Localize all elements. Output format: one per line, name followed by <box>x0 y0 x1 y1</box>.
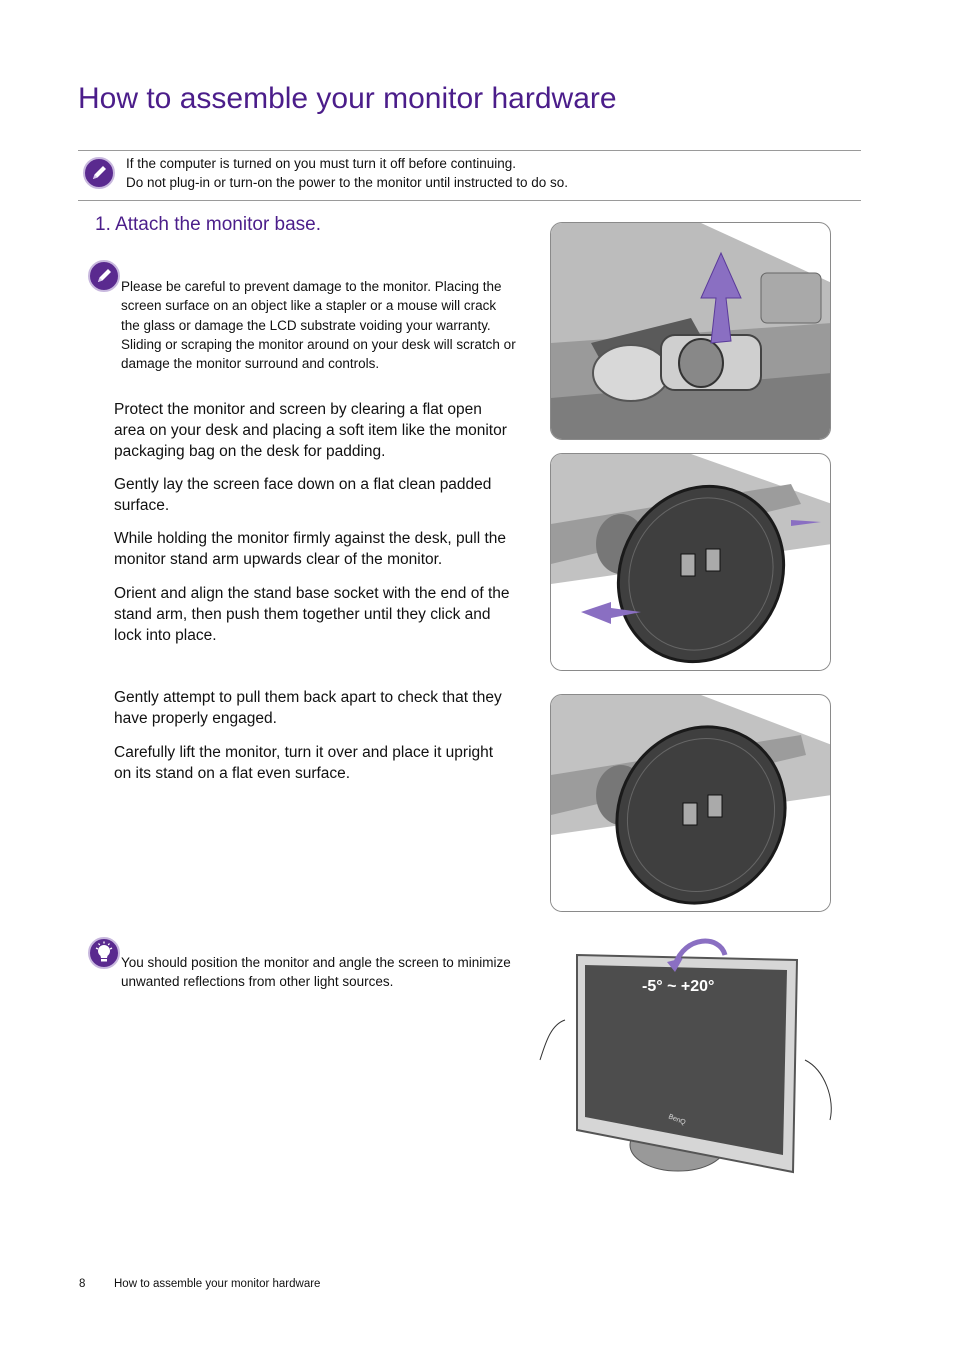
monitor-tilt-illustration: BenQ -5° ~ +20° <box>535 930 845 1175</box>
caution-line-2: Do not plug-in or turn-on the power to t… <box>126 175 568 190</box>
divider-top <box>78 150 861 151</box>
tilt-range-label: -5° ~ +20° <box>642 978 715 995</box>
step-paragraph: While holding the monitor firmly against… <box>114 530 507 568</box>
caution-note: If the computer is turned on you must tu… <box>126 154 568 192</box>
pencil-icon <box>88 260 120 292</box>
step-paragraph: Protect the monitor and screen by cleari… <box>114 401 507 460</box>
warning-note: Please be careful to prevent damage to t… <box>121 279 516 372</box>
section-heading: 1. Attach the monitor base. <box>95 214 322 235</box>
page-number: 8 <box>79 1278 86 1290</box>
divider-bottom <box>78 200 861 201</box>
footer-title: How to assemble your monitor hardware <box>114 1278 321 1290</box>
step-paragraph: Carefully lift the monitor, turn it over… <box>114 744 494 782</box>
caution-line-1: If the computer is turned on you must tu… <box>126 156 516 171</box>
lightbulb-icon <box>88 937 120 969</box>
base-align-illustration <box>550 453 831 671</box>
page-title: How to assemble your monitor hardware <box>78 82 617 115</box>
tip-note: You should position the monitor and angl… <box>121 955 511 990</box>
step-paragraph: Gently lay the screen face down on a fla… <box>114 476 492 514</box>
base-attached-illustration <box>550 694 831 912</box>
stand-arm-illustration <box>550 222 831 440</box>
pencil-icon <box>83 157 115 189</box>
step-paragraph: Orient and align the stand base socket w… <box>114 585 510 644</box>
step-paragraph: Gently attempt to pull them back apart t… <box>114 689 502 727</box>
